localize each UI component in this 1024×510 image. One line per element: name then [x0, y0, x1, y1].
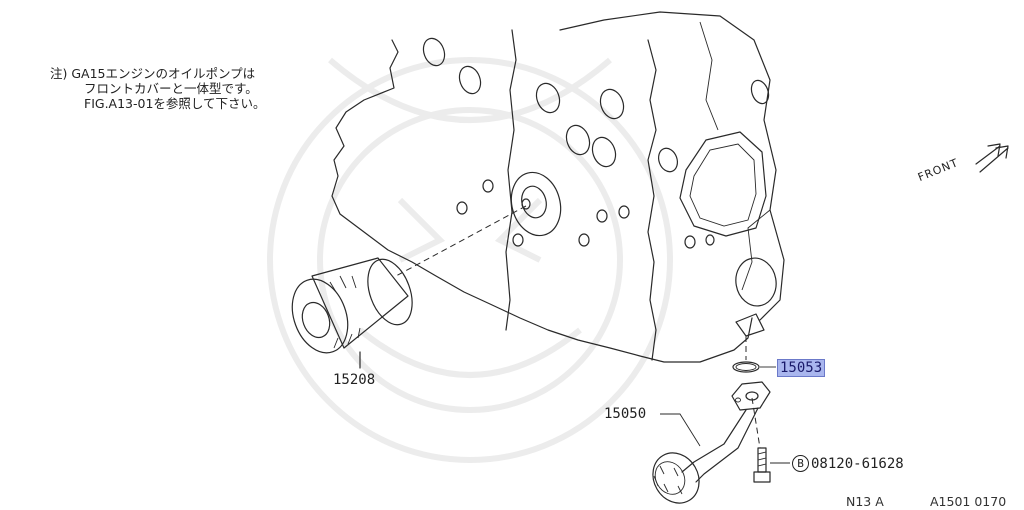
watermark-emblem [267, 57, 673, 463]
bolt-drawing [753, 447, 771, 483]
front-arrow-icon [975, 143, 1009, 173]
bolt-guide-line [751, 397, 761, 449]
filter-guide-line [395, 205, 527, 277]
part-label-filter[interactable]: 15208 [333, 372, 376, 388]
engine-block [331, 11, 785, 363]
pickup-leader-line [660, 413, 701, 447]
highlighted-part-number[interactable]: 15053 [776, 359, 826, 377]
part-label-pickup[interactable]: 15050 [604, 406, 647, 422]
oil-filter-drawing [291, 257, 413, 369]
note-text: 注) GA15エンジンのオイルポンプは フロントカバーと一体型です。 FIG.A… [50, 66, 266, 111]
bolt-part-number[interactable]: 08120-61628 [811, 456, 904, 472]
bolt-marker-badge: B [792, 455, 809, 472]
figure-code: A1501 0170 [930, 494, 1007, 509]
note-line-2: フロントカバーと一体型です。 [84, 81, 258, 96]
oil-strainer-drawing [652, 381, 771, 504]
o-ring-drawing [732, 361, 760, 373]
model-code: N13 A [846, 494, 884, 509]
note-line-3: FIG.A13-01を参照して下さい。 [84, 96, 266, 111]
part-label-oring[interactable]: 15053 [776, 359, 826, 377]
note-line-1: 注) GA15エンジンのオイルポンプは [50, 66, 256, 81]
